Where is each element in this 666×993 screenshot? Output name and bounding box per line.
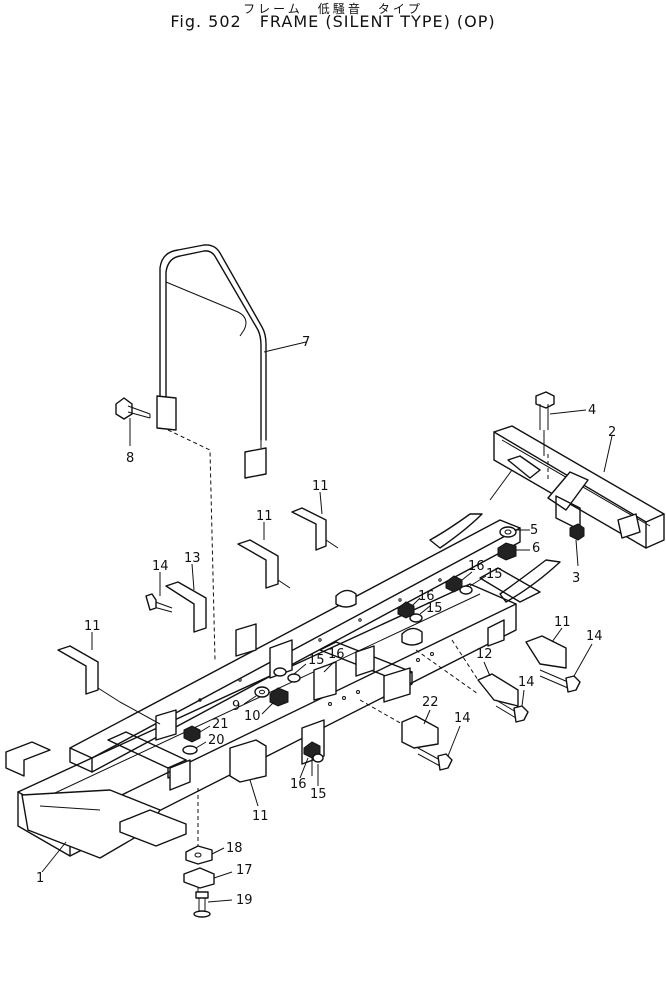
callout-12: 12: [476, 647, 493, 662]
callout-9: 9: [232, 699, 240, 714]
callout-16-rear-b: 16: [418, 589, 435, 604]
callout-13: 13: [184, 551, 201, 566]
figure-number: Fig. 502: [170, 12, 242, 31]
bracket-part-11-c: [57, 645, 121, 703]
callout-11-b: 11: [256, 509, 273, 524]
callout-3: 3: [572, 571, 580, 586]
callout-16-mid: 16: [328, 647, 345, 662]
washer-nut-group-rear: [397, 526, 517, 623]
assembly-lines: [119, 454, 549, 725]
washer-nut-group-front: [303, 741, 324, 776]
japanese-title: フレーム 低騒音 タイプ: [243, 2, 423, 16]
callout-18: 18: [226, 841, 243, 856]
callout-15-mid: 15: [308, 653, 325, 668]
callout-14-d: 14: [454, 711, 471, 726]
bracket-part-22: [401, 715, 439, 749]
callout-15-rear-a: 15: [486, 567, 503, 582]
bolt-part-14-d: [417, 747, 453, 771]
callout-17: 17: [236, 863, 253, 878]
bolt-part-14-b: [539, 669, 581, 693]
callouts: 7 8 4 2 3 5 6 16 15 16 15 11 11 11 11 11…: [36, 335, 616, 908]
callout-14-a: 14: [152, 559, 169, 574]
rear-cross-member-part-2: [489, 425, 665, 549]
callout-11-d: 11: [554, 615, 571, 630]
bracket-part-11-a: [291, 507, 339, 551]
callout-2: 2: [608, 425, 616, 440]
callout-22: 22: [422, 695, 439, 710]
callout-16-rear-a: 16: [468, 559, 485, 574]
callout-6: 6: [532, 541, 540, 556]
plate-part-18: [185, 845, 213, 865]
callout-14-b: 14: [586, 629, 603, 644]
callout-20: 20: [208, 733, 225, 748]
bolt-part-8: [115, 397, 151, 446]
callout-1: 1: [36, 871, 44, 886]
callout-21: 21: [212, 717, 229, 732]
washer-nut-group-mid: [254, 667, 301, 707]
bolt-part-14-c: [495, 699, 529, 723]
callout-11-e: 11: [252, 809, 269, 824]
callout-10: 10: [244, 709, 261, 724]
callout-19: 19: [236, 893, 253, 908]
callout-16-front: 16: [290, 777, 307, 792]
callout-14-c: 14: [518, 675, 535, 690]
callout-5: 5: [530, 523, 538, 538]
bolt-part-14-a: [145, 593, 173, 613]
callout-15-front: 15: [310, 787, 327, 802]
callout-7: 7: [302, 335, 310, 350]
bracket-part-17: [183, 867, 215, 892]
nut-part-3: [569, 523, 585, 567]
bracket-part-11-d: [525, 635, 567, 669]
bracket-part-13: [165, 581, 207, 633]
callout-8: 8: [126, 451, 134, 466]
guard-frame-part: [156, 244, 267, 661]
bolt-part-4: [535, 391, 555, 456]
bracket-part-11-b: [237, 539, 291, 589]
bolt-part-19: [193, 891, 211, 918]
callout-15-rear-b: 15: [426, 601, 443, 616]
callout-4: 4: [588, 403, 596, 418]
callout-11-a: 11: [312, 479, 329, 494]
callout-11-c: 11: [84, 619, 101, 634]
figure-title: FRAME (SILENT TYPE) (OP): [259, 12, 496, 31]
washer-nut-20-21: [182, 725, 201, 755]
figure-caption: Fig. 502 FRAME (SILENT TYPE) (OP): [0, 12, 666, 31]
